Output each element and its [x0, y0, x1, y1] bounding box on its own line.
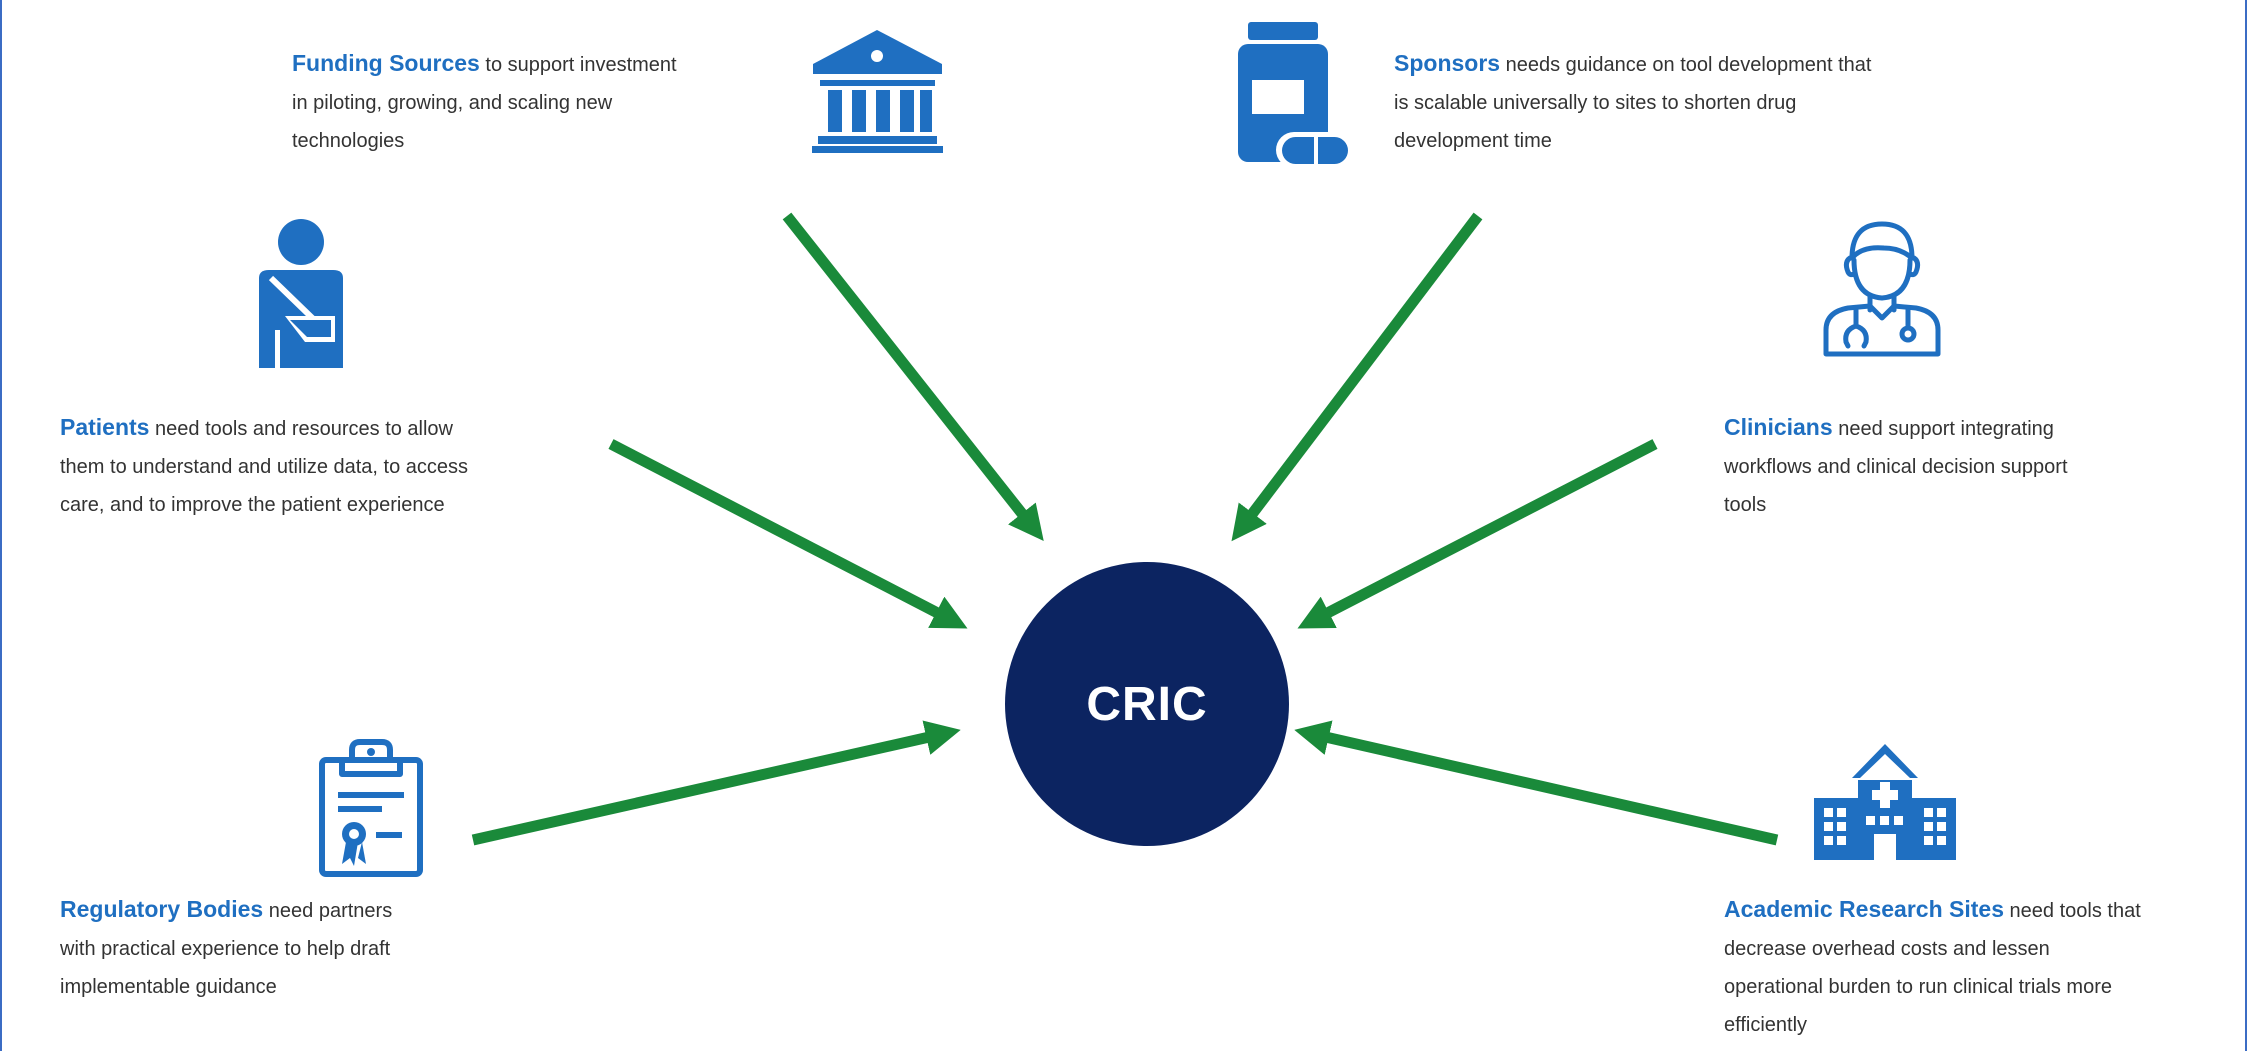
regulatory-description: Regulatory Bodies need partners with pra…: [60, 890, 580, 1006]
clinicians-line-2: workflows and clinical decision support: [1724, 456, 2068, 478]
arrow-patients: [608, 439, 968, 629]
academic-line-3: operational burden to run clinical trial…: [1724, 976, 2112, 998]
academic-title: Academic Research Sites: [1724, 896, 2004, 922]
hub-label: CRIC: [1086, 677, 1208, 731]
funding-line-3: technologies: [292, 130, 405, 152]
arrow-sponsors: [1231, 212, 1483, 542]
academic-line-4: efficiently: [1724, 1014, 1808, 1036]
clipboard-certificate-icon: [316, 738, 426, 878]
sponsors-line-1: Sponsors needs guidance on tool developm…: [1394, 44, 1994, 84]
regulatory-line-2: with practical experience to help draft: [60, 938, 391, 960]
sponsors-text-1: needs guidance on tool development that: [1500, 54, 1872, 76]
regulatory-title: Regulatory Bodies: [60, 896, 264, 922]
patients-text-1: need tools and resources to allow: [149, 418, 453, 440]
medicine-bottle-icon: [1236, 22, 1356, 172]
arrow-funding: [782, 212, 1044, 542]
funding-description: Funding Sources to support investment in…: [292, 44, 852, 160]
funding-text-1: to support investment: [479, 54, 677, 76]
hospital-building-icon: [1810, 740, 1960, 860]
clinicians-title: Clinicians: [1724, 414, 1833, 440]
regulatory-text-1: need partners: [263, 900, 393, 922]
patients-line-1: Patients need tools and resources to all…: [60, 408, 660, 448]
regulatory-line-1: Regulatory Bodies need partners: [60, 890, 580, 930]
regulatory-line-3: implementable guidance: [60, 976, 277, 998]
funding-line-2: in piloting, growing, and scaling new: [292, 92, 613, 114]
patients-description: Patients need tools and resources to all…: [60, 408, 660, 524]
sponsors-description: Sponsors needs guidance on tool developm…: [1394, 44, 1994, 160]
academic-line-1: Academic Research Sites need tools that: [1724, 890, 2244, 930]
patients-line-2: them to understand and utilize data, to …: [60, 456, 469, 478]
frame-border-left: [0, 0, 2, 1051]
academic-text-1: need tools that: [2004, 900, 2141, 922]
arrow-academic: [1294, 720, 1779, 846]
cric-hub: CRIC: [1005, 562, 1289, 846]
bank-icon: [810, 28, 945, 153]
funding-line-1: Funding Sources to support investment: [292, 44, 852, 84]
patients-line-3: care, and to improve the patient experie…: [60, 494, 445, 516]
clinicians-line-1: Clinicians need support integrating: [1724, 408, 2224, 448]
funding-title: Funding Sources: [292, 50, 480, 76]
sponsors-line-3: development time: [1394, 130, 1552, 152]
academic-line-2: decrease overhead costs and lessen: [1724, 938, 2050, 960]
patient-sling-icon: [245, 218, 355, 368]
sponsors-title: Sponsors: [1394, 50, 1501, 76]
doctor-stethoscope-icon: [1822, 218, 1942, 358]
patients-title: Patients: [60, 414, 150, 440]
sponsors-line-2: is scalable universally to sites to shor…: [1394, 92, 1797, 114]
clinicians-line-3: tools: [1724, 494, 1767, 516]
clinicians-description: Clinicians need support integrating work…: [1724, 408, 2224, 524]
academic-description: Academic Research Sites need tools that …: [1724, 890, 2244, 1044]
frame-border-right: [2245, 0, 2247, 1051]
clinicians-text-1: need support integrating: [1832, 418, 2054, 440]
arrow-clinicians: [1297, 439, 1658, 629]
arrow-regulatory: [471, 720, 961, 846]
